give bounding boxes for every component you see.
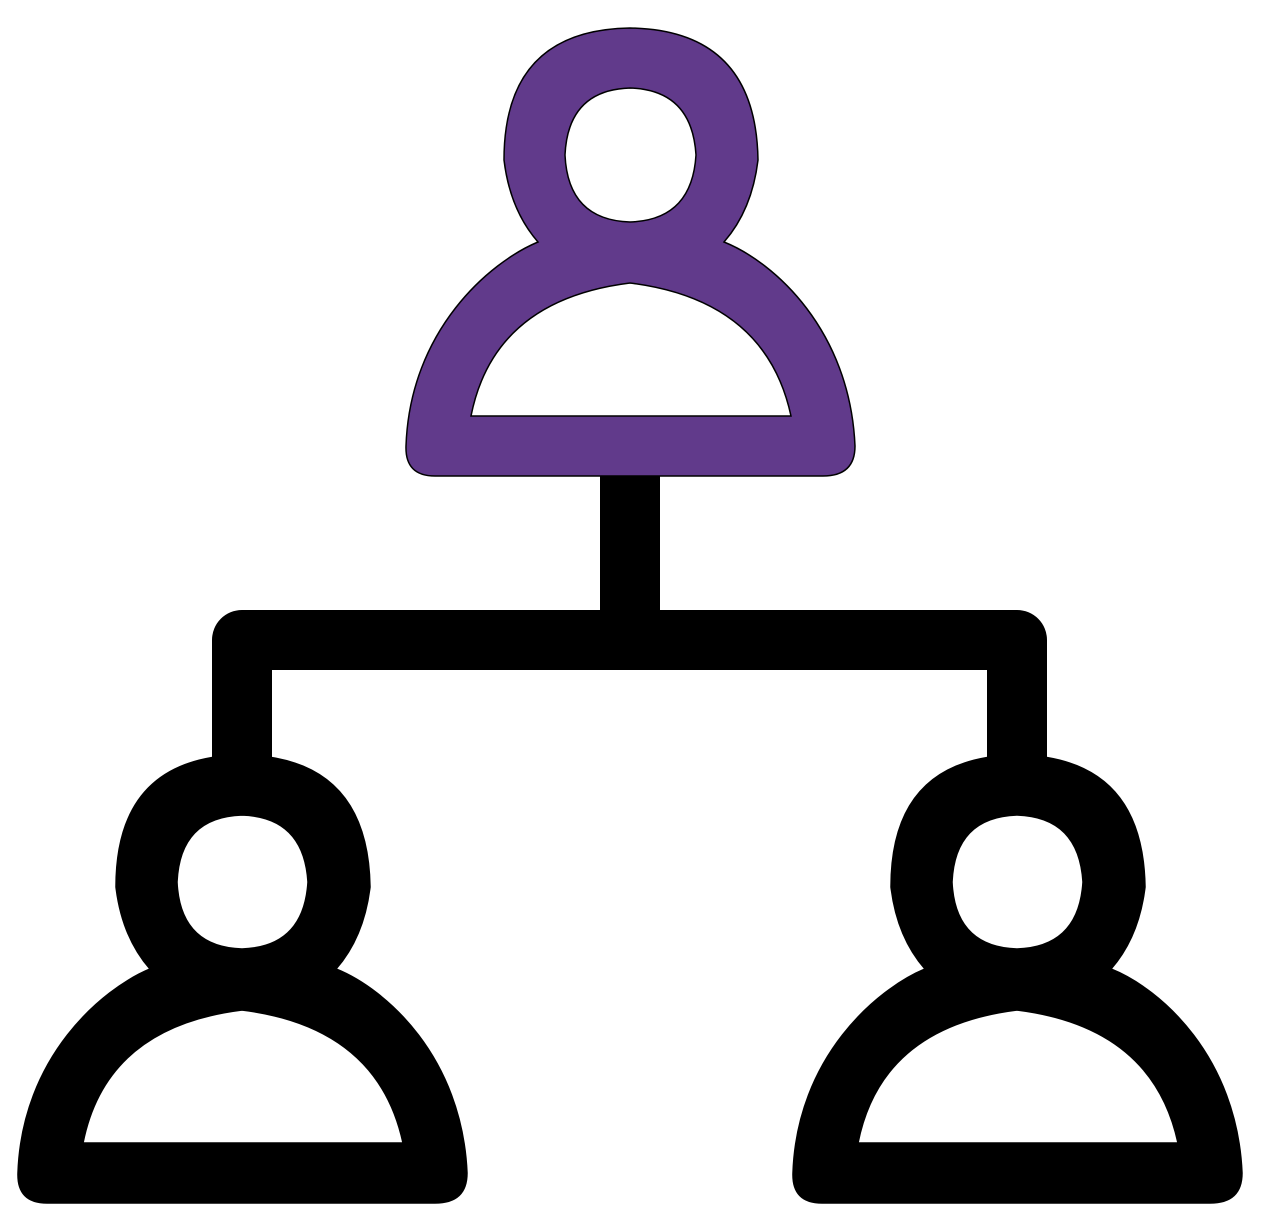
person-icon xyxy=(792,754,1243,1204)
person-body xyxy=(405,27,856,477)
person-icon xyxy=(17,754,468,1204)
connector-horizontal xyxy=(212,610,1047,775)
person-body xyxy=(792,754,1243,1204)
connector-lines xyxy=(212,470,1047,775)
person-icon xyxy=(405,27,856,477)
person-body xyxy=(17,754,468,1204)
